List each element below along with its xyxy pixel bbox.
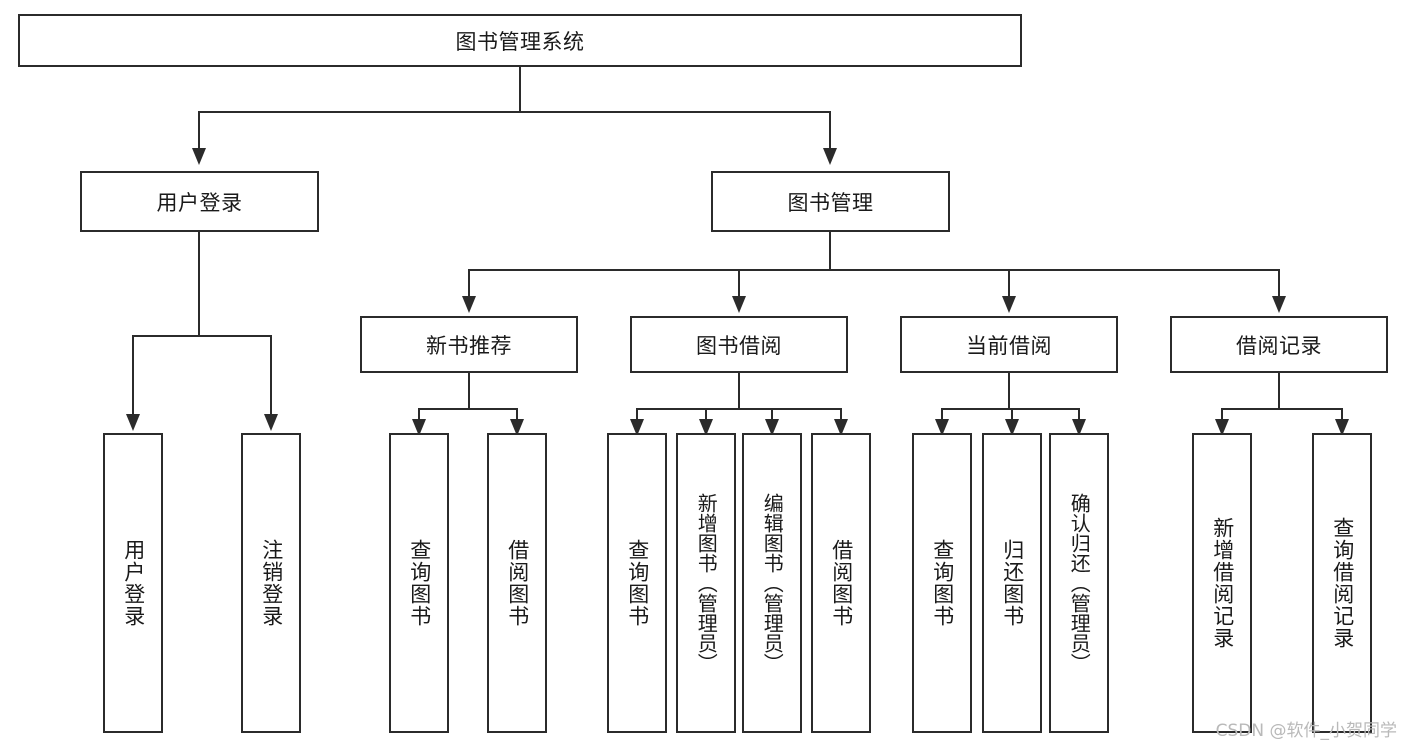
edge-book-borrow-bar [636,408,842,410]
arrow-current-borrow-leaf-3 [1072,419,1086,436]
node-leaf-edit-book-label: 编辑图书（管理员） [760,493,785,673]
node-leaf-edit-book[interactable]: 编辑图书（管理员） [742,433,802,733]
node-leaf-query-book-3[interactable]: 查询图书 [912,433,972,733]
arrow-current-borrow-leaf-1 [935,419,949,436]
node-leaf-query-book-3-label: 查询图书 [930,539,955,627]
edge-book-borrow-trunk [738,373,740,409]
edge-root-to-book-manage [829,111,831,151]
arrow-book-manage-to-book-borrow [732,296,746,313]
edge-user-login-drop-2 [270,335,272,417]
arrow-book-borrow-leaf-3 [765,419,779,436]
node-user-login-label: 用户登录 [156,190,243,215]
arrow-user-login-leaf-2 [264,414,278,431]
arrow-user-login-leaf-1 [126,414,140,431]
node-leaf-query-record[interactable]: 查询借阅记录 [1312,433,1372,733]
node-leaf-query-book-2[interactable]: 查询图书 [607,433,667,733]
node-leaf-query-book-1-label: 查询图书 [407,539,432,627]
edge-book-manage-drop-1 [468,269,470,299]
edge-new-book-drop-1 [418,408,420,422]
node-book-manage-label: 图书管理 [787,190,874,215]
node-current-borrow-label: 当前借阅 [966,333,1052,358]
node-leaf-borrow-book-1[interactable]: 借阅图书 [487,433,547,733]
arrow-borrow-record-leaf-1 [1215,419,1229,436]
edge-user-login-bar [132,335,272,337]
node-borrow-record[interactable]: 借阅记录 [1170,316,1388,373]
edge-borrow-record-trunk [1278,373,1280,409]
node-leaf-confirm-return[interactable]: 确认归还（管理员） [1049,433,1109,733]
node-leaf-confirm-return-label: 确认归还（管理员） [1067,493,1092,673]
node-root[interactable]: 图书管理系统 [18,14,1022,67]
node-new-book-recommend-label: 新书推荐 [426,333,512,358]
edge-current-borrow-bar [941,408,1078,410]
edge-book-borrow-drop-4 [840,408,842,422]
edge-book-manage-trunk [829,232,831,270]
node-leaf-query-book-2-label: 查询图书 [625,539,650,627]
edge-borrow-record-drop-1 [1221,408,1223,422]
node-leaf-add-record[interactable]: 新增借阅记录 [1192,433,1252,733]
node-leaf-borrow-book-2-label: 借阅图书 [829,539,854,627]
node-leaf-return-book[interactable]: 归还图书 [982,433,1042,733]
edge-root-bar [198,111,831,113]
node-leaf-user-logout-label: 注销登录 [259,539,284,627]
arrow-root-to-user-login [192,148,206,165]
edge-book-manage-bar [468,269,1280,271]
node-leaf-borrow-book-1-label: 借阅图书 [505,539,530,627]
edge-book-borrow-drop-1 [636,408,638,422]
arrow-current-borrow-leaf-2 [1005,419,1019,436]
arrow-new-book-leaf-2 [510,419,524,436]
edge-current-borrow-drop-3 [1078,408,1080,422]
arrow-root-to-book-manage [823,148,837,165]
edge-current-borrow-drop-1 [941,408,943,422]
node-book-borrow-label: 图书借阅 [696,333,782,358]
node-current-borrow[interactable]: 当前借阅 [900,316,1118,373]
arrow-borrow-record-leaf-2 [1335,419,1349,436]
edge-current-borrow-trunk [1008,373,1010,409]
node-leaf-add-record-label: 新增借阅记录 [1210,517,1235,649]
arrow-book-manage-to-current-borrow [1002,296,1016,313]
node-leaf-add-book-label: 新增图书（管理员） [694,493,719,673]
node-leaf-user-login[interactable]: 用户登录 [103,433,163,733]
node-book-manage[interactable]: 图书管理 [711,171,950,232]
edge-book-manage-drop-4 [1278,269,1280,299]
node-leaf-query-book-1[interactable]: 查询图书 [389,433,449,733]
node-leaf-borrow-book-2[interactable]: 借阅图书 [811,433,871,733]
node-leaf-user-login-label: 用户登录 [121,539,146,627]
edge-current-borrow-drop-2 [1011,408,1013,422]
node-borrow-record-label: 借阅记录 [1236,333,1322,358]
edge-user-login-trunk [198,232,200,336]
edge-book-borrow-drop-3 [771,408,773,422]
arrow-book-manage-to-new-book [462,296,476,313]
edge-root-to-user-login [198,111,200,151]
edge-new-book-bar [418,408,518,410]
node-user-login[interactable]: 用户登录 [80,171,319,232]
edge-new-book-drop-2 [516,408,518,422]
node-new-book-recommend[interactable]: 新书推荐 [360,316,578,373]
edge-book-manage-drop-3 [1008,269,1010,299]
edge-user-login-drop-1 [132,335,134,417]
node-leaf-return-book-label: 归还图书 [1000,539,1025,627]
edge-book-borrow-drop-2 [705,408,707,422]
edge-borrow-record-bar [1221,408,1343,410]
edge-book-manage-drop-2 [738,269,740,299]
edge-root-trunk [519,67,521,112]
edge-borrow-record-drop-2 [1341,408,1343,422]
arrow-new-book-leaf-1 [412,419,426,436]
edge-new-book-trunk [468,373,470,409]
node-leaf-query-record-label: 查询借阅记录 [1330,517,1355,649]
node-leaf-add-book[interactable]: 新增图书（管理员） [676,433,736,733]
node-book-borrow[interactable]: 图书借阅 [630,316,848,373]
arrow-book-borrow-leaf-2 [699,419,713,436]
node-root-label: 图书管理系统 [455,29,585,54]
arrow-book-manage-to-borrow-record [1272,296,1286,313]
arrow-book-borrow-leaf-1 [630,419,644,436]
node-leaf-user-logout[interactable]: 注销登录 [241,433,301,733]
arrow-book-borrow-leaf-4 [834,419,848,436]
